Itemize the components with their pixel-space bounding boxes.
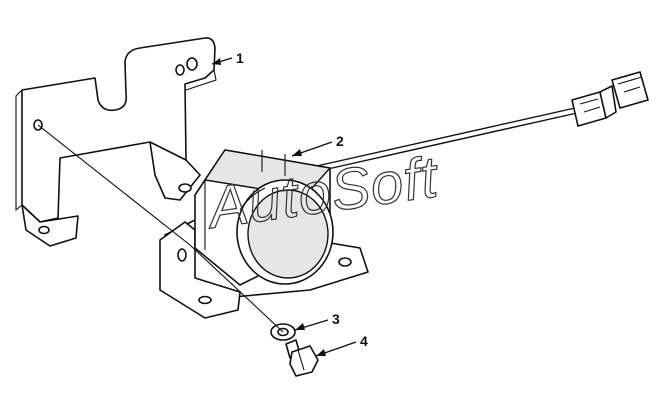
mounting-bracket-part-1 bbox=[15, 37, 217, 247]
callout-label-4: 4 bbox=[360, 333, 368, 349]
callout-1: 1 bbox=[211, 50, 244, 66]
callout-label-3: 3 bbox=[332, 311, 340, 327]
sensor-assembly-part-2 bbox=[159, 71, 649, 319]
callout-4: 4 bbox=[315, 333, 368, 357]
callout-3: 3 bbox=[294, 311, 340, 331]
bolt-part-4 bbox=[285, 339, 319, 377]
callout-label-1: 1 bbox=[236, 50, 244, 66]
callout-2: 2 bbox=[291, 133, 344, 157]
alignment-lines bbox=[37, 124, 284, 333]
callout-label-2: 2 bbox=[336, 133, 344, 149]
